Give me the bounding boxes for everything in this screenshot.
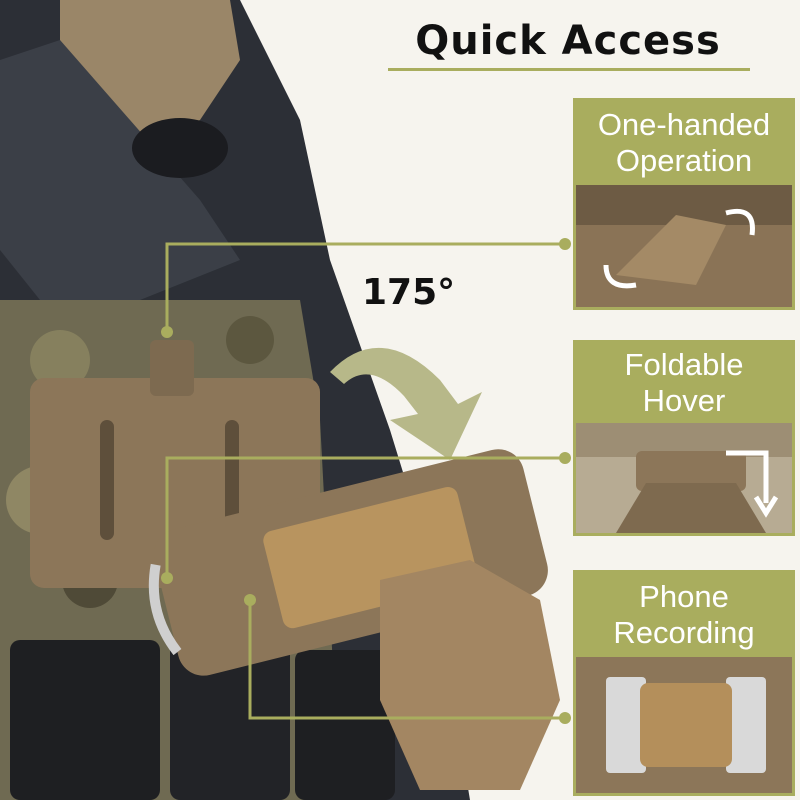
feature-photo	[576, 423, 792, 533]
feature-photo	[576, 185, 792, 307]
rotation-arrow-shape	[330, 347, 482, 460]
magazine-shape	[295, 650, 395, 800]
feature-panel-recording: Phone Recording	[573, 570, 795, 796]
down-arrow-icon	[726, 450, 769, 503]
feature-label-line: Recording	[613, 615, 755, 650]
magazine-shape	[10, 640, 160, 800]
feature-label-line: One-handed	[597, 107, 771, 142]
feature-label-line: Foldable	[624, 347, 744, 382]
callout-lines	[165, 242, 565, 720]
collar-shape	[0, 40, 240, 300]
rotation-angle-label: 175°	[362, 272, 456, 313]
feature-label-line: Operation	[615, 143, 753, 178]
feature-panel-one-handed: One-handed Operation	[573, 98, 795, 310]
feature-panel-foldable: Foldable Hover	[573, 340, 795, 536]
page-title: Quick Access	[415, 18, 721, 64]
glove-shape	[380, 560, 560, 790]
curved-arrow-icon	[725, 208, 755, 236]
curved-arrow-icon	[603, 264, 637, 289]
feature-label: Phone Recording	[576, 573, 792, 657]
feature-label-line: Phone	[639, 579, 729, 614]
magazine-shape	[170, 640, 290, 800]
feature-label: One-handed Operation	[576, 101, 792, 185]
feature-photo	[576, 657, 792, 793]
feature-label-line: Hover	[642, 383, 726, 418]
microphone-shape	[132, 118, 228, 178]
feature-label: Foldable Hover	[576, 343, 792, 423]
title-underline	[388, 68, 750, 71]
